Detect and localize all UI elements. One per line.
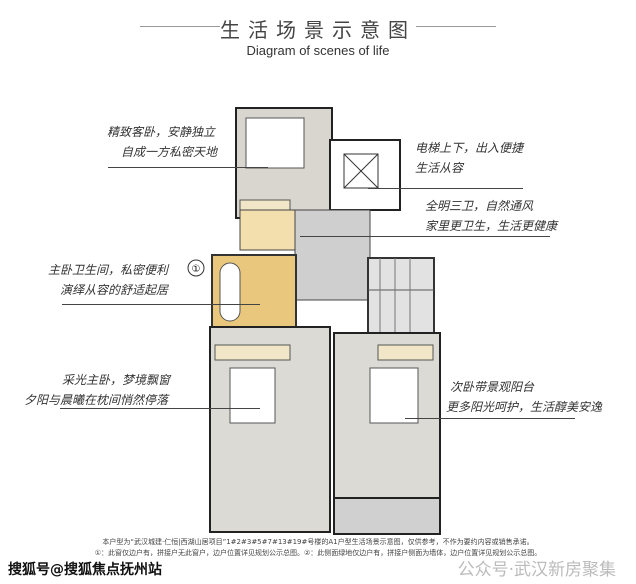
leader-line (405, 418, 575, 419)
page-subtitle: Diagram of scenes of life (246, 43, 390, 58)
leader-line (300, 236, 550, 237)
page-title: 生活场景示意图 (220, 18, 416, 42)
second-bedroom (333, 332, 441, 499)
hall (294, 209, 371, 301)
elevator (329, 139, 401, 211)
master-bedroom (209, 326, 331, 533)
guest-bathroom (239, 209, 296, 251)
leader-line (108, 167, 268, 168)
annotation-elevator: 电梯上下，出入便捷生活从容 (415, 141, 524, 175)
balcony (333, 497, 441, 535)
guest-bedroom (235, 107, 333, 219)
annotation-master-bathroom: 主卧卫生间，私密便利演绎从容的舒适起居 (48, 263, 169, 297)
leader-line (368, 188, 523, 189)
watermark-sohu: 搜狐号@搜狐焦点抚州站 (8, 562, 162, 578)
watermark-account: 公众号·武汉新房聚集 (457, 560, 616, 580)
master-bathroom (211, 254, 297, 328)
leader-line (60, 408, 260, 409)
annotation-bathrooms: 全明三卫，自然通风家里更卫生，生活更健康 (425, 199, 558, 233)
footer-note: ①：此窗仅边户有，拼接户无此窗户，边户位置详见规划公示总图。②：此侧面绿地仅边户… (94, 549, 542, 557)
annotation-guest-bedroom: 精致客卧，安静独立自成一方私密天地 (107, 125, 218, 159)
annotation-master-bedroom: 采光主卧，梦境飘窗夕阳与晨曦在枕间悄然停落 (24, 373, 171, 407)
leader-line (62, 304, 260, 305)
footer-disclaimer: 本户型为“武汉城建·仁恒|西湖山居项目”1#2#3#5#7#13#19#号楼的A… (102, 538, 534, 546)
annotation-second-bedroom: 次卧带景观阳台更多阳光呵护，生活醇美安逸 (446, 380, 603, 414)
window-marker-label: ① (192, 264, 201, 275)
window-marker (187, 259, 205, 277)
title-rule-left (140, 26, 220, 27)
title-rule-right (416, 26, 496, 27)
stairs (367, 257, 435, 334)
